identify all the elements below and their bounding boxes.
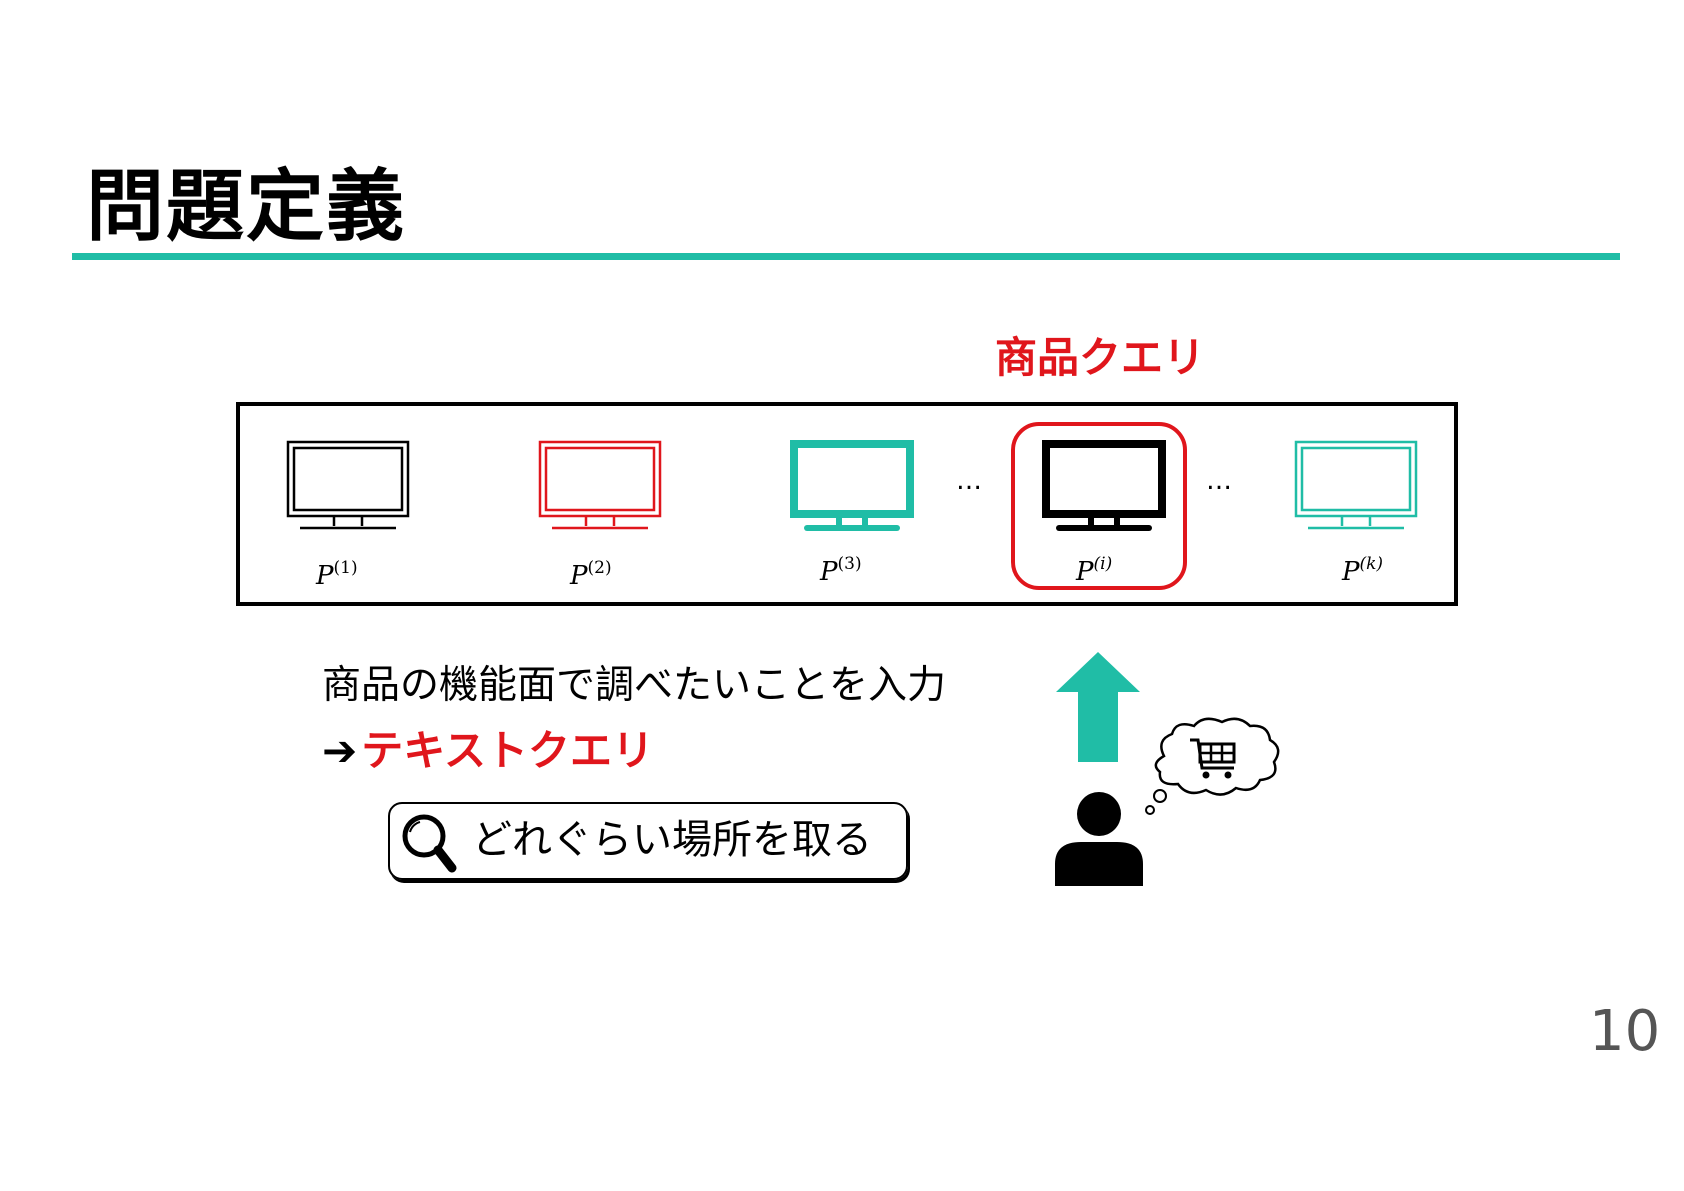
monitor-icon <box>790 440 914 531</box>
monitor-icon <box>286 440 410 530</box>
search-box[interactable]: どれぐらい場所を取る <box>388 802 908 880</box>
monitor-icon <box>1294 440 1418 530</box>
query-product-highlight <box>1011 422 1187 590</box>
ellipsis-1: … <box>956 466 983 496</box>
title-underline <box>72 253 1620 260</box>
product-strip: P(1) P(2) P(3) … <box>236 402 1458 606</box>
user-icon <box>1055 792 1143 886</box>
slide-title: 問題定義 <box>86 162 407 252</box>
product-label-3: P(3) <box>820 554 862 587</box>
arrow-up-icon <box>1056 652 1140 762</box>
product-label-k: P(k) <box>1342 554 1384 587</box>
text-query-label: テキストクエリ <box>361 726 654 775</box>
product-query-label: 商品クエリ <box>995 333 1206 382</box>
description-text: 商品の機能面で調べたいことを入力 <box>322 663 947 708</box>
product-label-2: P(2) <box>570 558 612 591</box>
product-label-i: P(i) <box>1076 554 1113 587</box>
right-arrow-icon: ➔ <box>322 726 358 775</box>
page-number: 10 <box>1589 999 1661 1064</box>
cart-icon <box>1190 738 1236 779</box>
search-icon <box>402 814 457 873</box>
text-query-line: ➔テキストクエリ <box>322 730 654 772</box>
search-input[interactable]: どれぐらい場所を取る <box>472 817 872 863</box>
monitor-icon <box>538 440 662 530</box>
monitor-icon <box>1042 440 1166 531</box>
thought-bubble-cart-icon <box>1145 717 1280 815</box>
title-underline-bar <box>72 253 1620 260</box>
product-label-1: P(1) <box>316 558 358 591</box>
ellipsis-2: … <box>1206 466 1233 496</box>
